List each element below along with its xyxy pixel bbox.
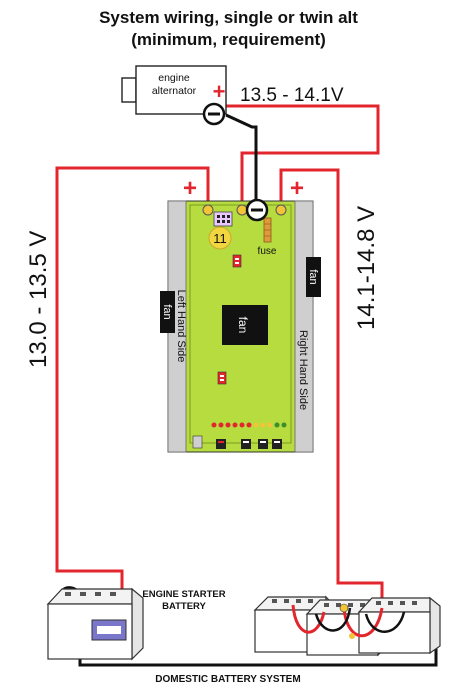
battery-terminal xyxy=(339,603,349,613)
starter-battery xyxy=(46,587,144,661)
right-plus-icon: + xyxy=(290,175,304,202)
left-plus-icon: + xyxy=(183,175,197,202)
alt-positive-wire xyxy=(215,104,380,208)
led xyxy=(232,422,238,428)
starter-positive-wire xyxy=(55,166,210,600)
board-connector xyxy=(241,439,251,449)
led xyxy=(225,422,231,428)
terminal-11 xyxy=(208,226,232,250)
left-fan-label: fan xyxy=(161,304,173,319)
board-connector xyxy=(216,439,226,449)
board-connector xyxy=(258,439,268,449)
left-output-terminal xyxy=(202,204,214,216)
right-hand-side-label: Right Hand Side xyxy=(297,330,309,410)
led xyxy=(281,422,287,428)
battery-link-positive xyxy=(291,604,326,634)
right-rail xyxy=(294,200,314,453)
battery-terminal xyxy=(349,633,355,639)
led xyxy=(274,422,280,428)
charger-board: 11 fuse fan Left Hand Side Right Hand Si… xyxy=(167,198,314,453)
center-fan-label: fan xyxy=(236,317,250,334)
alternator-label-1: engine xyxy=(158,72,190,84)
right-output-terminal xyxy=(275,204,287,216)
alternator-label-2: alternator xyxy=(152,85,197,97)
left-voltage-label: 13.0 - 13.5 V xyxy=(25,231,52,368)
board-component xyxy=(217,371,227,385)
led xyxy=(246,422,252,428)
board-component xyxy=(232,254,242,268)
battery-link-positive xyxy=(342,607,384,638)
board-connector xyxy=(192,435,203,449)
domestic-label: DOMESTIC BATTERY SYSTEM xyxy=(155,674,300,685)
board-connector xyxy=(272,439,282,449)
right-fan xyxy=(306,257,321,297)
alternator-plus-icon: + xyxy=(213,79,226,104)
terminal-11-label: 11 xyxy=(213,231,227,246)
input-terminal xyxy=(236,204,248,216)
right-voltage-label: 14.1-14.8 V xyxy=(353,206,380,330)
left-fan xyxy=(160,291,175,333)
minus-icon xyxy=(208,112,220,116)
led xyxy=(253,422,259,428)
alternator-voltage: 13.5 - 14.1V xyxy=(240,85,344,106)
domestic-positive-wire xyxy=(279,168,384,606)
minus-icon xyxy=(251,208,263,212)
center-fan xyxy=(222,305,268,345)
battery-link-negative xyxy=(314,607,352,632)
diagram-subtitle: (minimum, requirement) xyxy=(131,30,326,49)
led xyxy=(218,422,224,428)
right-fan-label: fan xyxy=(307,269,319,284)
led xyxy=(239,422,245,428)
battery-link-negative xyxy=(364,611,406,633)
led xyxy=(260,422,266,428)
led xyxy=(267,422,273,428)
left-hand-side-label: Left Hand Side xyxy=(175,290,187,363)
starter-label-2: BATTERY xyxy=(162,601,206,612)
led xyxy=(211,422,217,428)
fuse-label: fuse xyxy=(258,246,277,257)
alt-negative-wire xyxy=(225,113,258,208)
engine-alternator: engine alternator + xyxy=(121,65,227,126)
starter-label-1: ENGINE STARTER xyxy=(142,589,225,600)
diagram-title: System wiring, single or twin alt xyxy=(99,8,358,27)
domestic-battery-3 xyxy=(357,596,441,655)
